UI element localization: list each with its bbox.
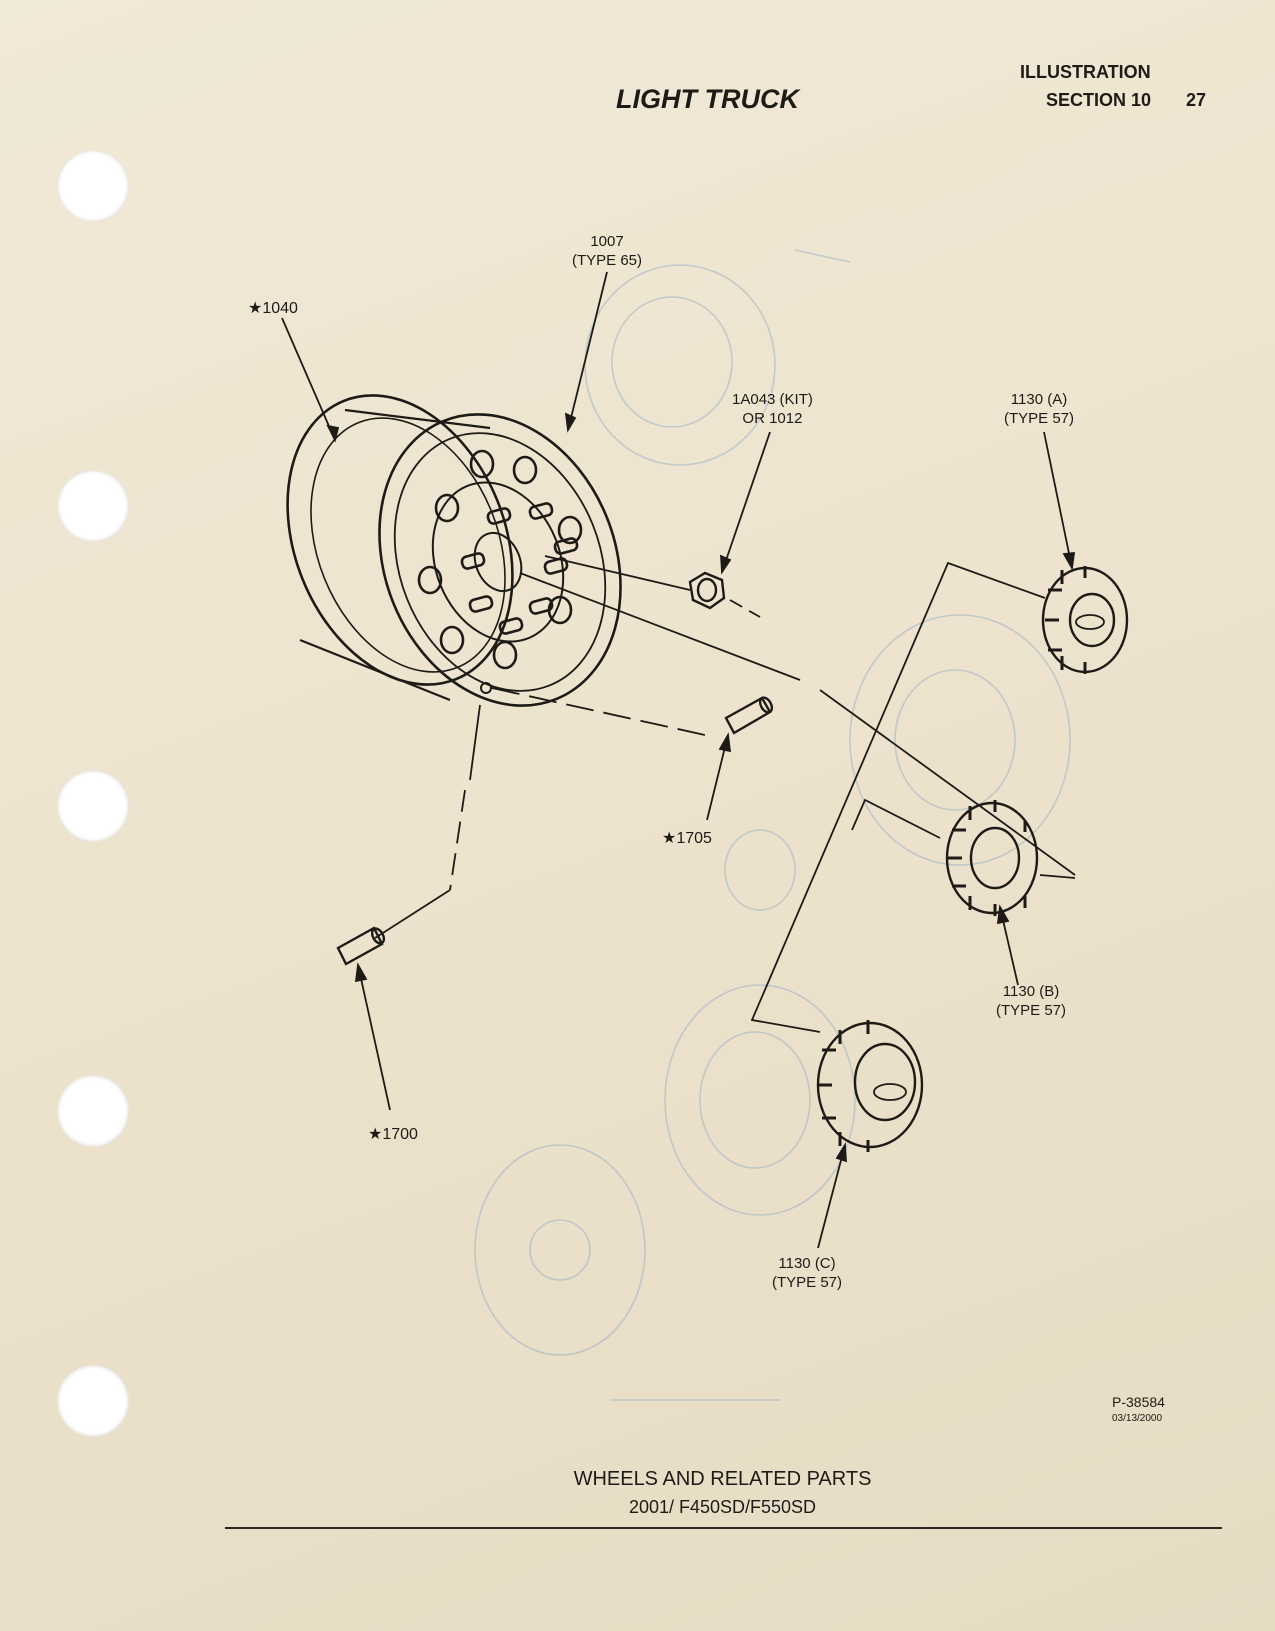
callout-valve-1700: ★1700 xyxy=(368,1126,418,1143)
page-title: LIGHT TRUCK xyxy=(616,84,799,114)
callout-hub-cap-b: 1130 (B) (TYPE 57) xyxy=(996,983,1067,1019)
leader-lines xyxy=(281,271,1076,1249)
drawing-date: 03/13/2000 xyxy=(1112,1413,1163,1424)
callout-balance-weight: ★1040 xyxy=(248,300,298,317)
header-illustration: ILLUSTRATION xyxy=(1020,62,1151,82)
drawing-number: P-38584 xyxy=(1112,1394,1165,1410)
footer-model: 2001/ F450SD/F550SD xyxy=(628,1497,817,1517)
callout-wheel-1007: 1007 (TYPE 65) xyxy=(572,233,643,269)
hub-cap-drawing-icon xyxy=(816,566,1129,1152)
footer-title: WHEELS AND RELATED PARTS xyxy=(573,1468,872,1490)
callout-hub-cap-a: 1130 (A) (TYPE 57) xyxy=(1004,391,1075,427)
header-section: SECTION 10 xyxy=(1046,90,1152,110)
binder-hole-icon xyxy=(57,1365,129,1437)
callout-lug-nut: 1A043 (KIT) OR 1012 xyxy=(732,391,813,427)
lug-nut-drawing-icon xyxy=(688,571,726,610)
binder-hole-icon xyxy=(57,770,129,842)
callout-valve-1705: ★1705 xyxy=(662,830,712,847)
bleed-through-image xyxy=(474,249,1071,1401)
binder-hole-icon xyxy=(57,470,129,542)
callout-hub-cap-c: 1130 (C) (TYPE 57) xyxy=(772,1255,843,1291)
binder-hole-icon xyxy=(57,150,129,222)
page-number: 27 xyxy=(1186,90,1207,110)
footer-rule xyxy=(225,1527,1222,1529)
valve-stem-drawing-icon xyxy=(336,696,774,966)
wheel-drawing-icon xyxy=(286,394,622,707)
binder-hole-icon xyxy=(57,1075,129,1147)
